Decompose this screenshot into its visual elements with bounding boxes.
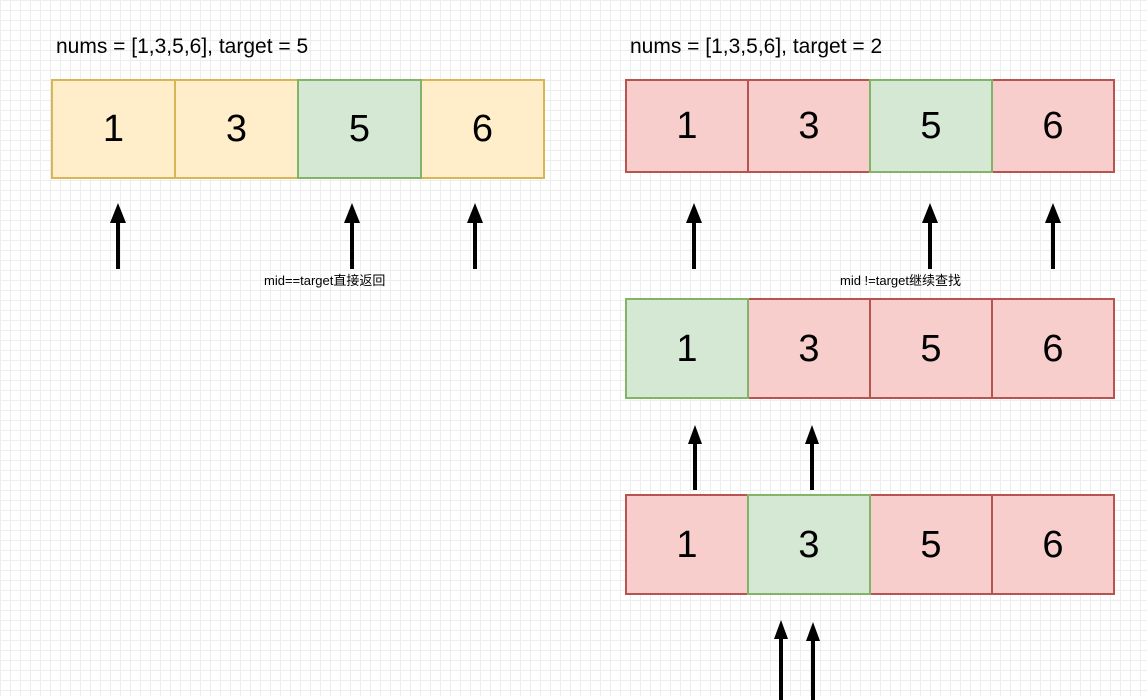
right-panel-note: mid !=target继续查找 xyxy=(840,273,962,288)
left-pointer-arrow-icon xyxy=(108,203,128,269)
right-array-row-1: 1 3 5 6 xyxy=(625,79,1119,173)
mid-pointer-arrow-icon xyxy=(803,425,821,490)
array-cell[interactable]: 3 xyxy=(174,79,299,179)
array-cell[interactable]: 1 xyxy=(625,79,749,173)
array-cell[interactable]: 6 xyxy=(991,298,1115,399)
right-pointer-arrow-icon xyxy=(804,622,822,700)
array-cell[interactable]: 5 xyxy=(869,494,993,595)
array-cell[interactable]: 1 xyxy=(625,298,749,399)
array-cell[interactable]: 6 xyxy=(991,494,1115,595)
right-array-row-3: 1 3 5 6 xyxy=(625,494,1119,595)
left-panel-note: mid==target直接返回 xyxy=(264,273,386,288)
array-cell[interactable]: 3 xyxy=(747,79,871,173)
left-pointer-arrow-icon xyxy=(684,203,704,269)
array-cell[interactable]: 1 xyxy=(51,79,176,179)
right-panel-caption: nums = [1,3,5,6], target = 2 xyxy=(630,35,883,58)
mid-pointer-arrow-icon xyxy=(920,203,940,269)
array-cell[interactable]: 5 xyxy=(297,79,422,179)
right-pointer-arrow-icon xyxy=(465,203,485,269)
array-cell[interactable]: 5 xyxy=(869,298,993,399)
right-pointer-arrow-icon xyxy=(1043,203,1063,269)
left-pointer-arrow-icon xyxy=(772,620,790,700)
left-panel-caption: nums = [1,3,5,6], target = 5 xyxy=(56,35,309,58)
array-cell[interactable]: 5 xyxy=(869,79,993,173)
left-array-row-1: 1 3 5 6 xyxy=(51,79,547,179)
right-array-row-2: 1 3 5 6 xyxy=(625,298,1119,399)
left-pointer-arrow-icon xyxy=(686,425,704,490)
array-cell[interactable]: 6 xyxy=(420,79,545,179)
array-cell[interactable]: 1 xyxy=(625,494,749,595)
mid-pointer-arrow-icon xyxy=(342,203,362,269)
array-cell[interactable]: 3 xyxy=(747,494,871,595)
array-cell[interactable]: 6 xyxy=(991,79,1115,173)
array-cell[interactable]: 3 xyxy=(747,298,871,399)
